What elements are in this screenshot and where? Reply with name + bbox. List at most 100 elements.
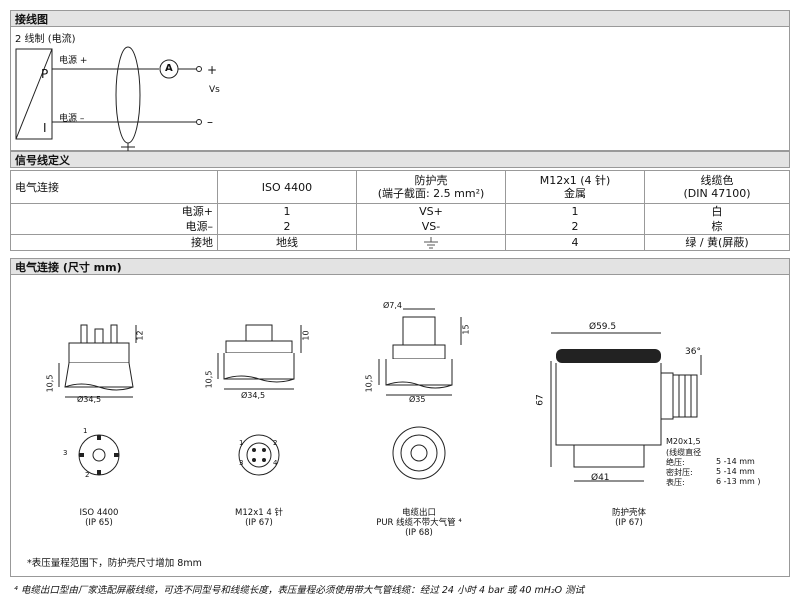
cell-prot: VS+ <box>356 203 506 219</box>
wiring-diagram <box>15 46 202 151</box>
housing-view <box>550 332 702 482</box>
housing-note: *表压量程范围下，防护壳尺寸增加 8mm <box>27 558 202 569</box>
cable-side-view <box>378 308 462 396</box>
gland-row-val: 5 -14 mm <box>716 457 755 466</box>
supply-plus-label: 电源 + <box>59 56 88 66</box>
dim-h105-cable: 10,5 <box>364 374 374 393</box>
transmitter-box <box>15 48 53 140</box>
caption-ip: (IP 65) <box>85 518 113 528</box>
dim-d41: Ø41 <box>591 473 610 483</box>
iso4400-front-view <box>78 434 120 476</box>
caption-sub: PUR 线缆不带大气管 ⁴ <box>376 518 462 528</box>
gland-row-val: 6 -13 mm ) <box>716 477 761 486</box>
m12-pin-3: 3 <box>239 459 244 467</box>
minus-label: – <box>207 115 213 129</box>
iso4400-side-view <box>58 324 137 398</box>
caption-name: ISO 4400 <box>79 508 119 518</box>
caption-name: M12x1 4 针 <box>235 508 283 518</box>
gland-row-key: 表压: <box>666 478 685 487</box>
header-iso: ISO 4400 <box>217 170 357 204</box>
ammeter-label: A <box>165 63 173 74</box>
signal-table: 电气连接 ISO 4400 防护壳 (端子截面: 2.5 mm²) M12x1 … <box>10 170 790 251</box>
cable-front-view <box>392 426 446 480</box>
iso-pin-3: 3 <box>63 449 68 457</box>
footnote: ⁴ 电缆出口型由厂家选配屏蔽线缆，可选不同型号和线缆长度，表压量程必须使用带大气… <box>14 585 585 596</box>
header-color-line2: (DIN 47100) <box>683 187 751 200</box>
vs-label: Vs <box>209 85 220 95</box>
table-row: 电源– 2 VS- 2 棕 <box>10 219 790 235</box>
gland-row-val: 5 -14 mm <box>716 467 755 476</box>
gland-row-key: 密封压: <box>666 468 693 477</box>
dim-d345-m12: Ø34,5 <box>241 391 266 400</box>
terminal-minus <box>196 119 202 125</box>
header-conn: 电气连接 <box>10 170 218 204</box>
row-label: 接地 <box>10 234 218 251</box>
dim-h15: 15 <box>461 324 471 335</box>
supply-minus-label: 电源 – <box>59 114 85 124</box>
dim-h67: 67 <box>535 394 546 406</box>
caption-name: 防护壳体 <box>611 508 646 518</box>
row-label: 电源+ <box>10 203 218 219</box>
connection-drawings <box>58 308 702 482</box>
cell-iso: 2 <box>217 219 357 235</box>
wiring-panel: 2 线制 (电流) P I 电源 + 电源 – A + – Vs <box>10 27 790 151</box>
ground-icon <box>424 237 438 249</box>
iso-pin-1: 1 <box>83 427 88 435</box>
cell-color: 棕 <box>644 219 790 235</box>
caption-iso4400: ISO 4400 (IP 65) <box>69 508 129 528</box>
dim-d345-iso: Ø34,5 <box>77 395 102 404</box>
caption-housing: 防护壳体 (IP 67) <box>599 508 659 528</box>
box-label-p: P <box>41 67 49 81</box>
connections-panel: Ø34,5 10,5 12 Ø34,5 10,5 10 Ø35 Ø7,4 10,… <box>10 275 790 577</box>
cell-m12: 1 <box>505 203 645 219</box>
wiring-title: 接线图 <box>10 10 790 27</box>
cell-prot-ground <box>356 234 506 251</box>
dim-h12: 12 <box>135 330 145 341</box>
m12-pin-4: 4 <box>273 459 278 467</box>
shield-ellipse <box>115 46 141 144</box>
table-row: 电源+ 1 VS+ 1 白 <box>10 203 790 219</box>
m12-side-view <box>217 324 302 390</box>
connections-title: 电气连接 (尺寸 mm) <box>10 258 790 275</box>
table-row: 接地 地线 4 绿 / 黄(屏蔽) <box>10 234 790 251</box>
row-label: 电源– <box>10 219 218 235</box>
cell-m12: 2 <box>505 219 645 235</box>
cell-color: 白 <box>644 203 790 219</box>
cell-m12: 4 <box>505 234 645 251</box>
dim-d595: Ø59.5 <box>589 322 617 332</box>
dim-h10: 10 <box>301 330 311 341</box>
caption-name: 电缆出口 <box>401 508 436 518</box>
dim-d74: Ø7,4 <box>383 301 403 310</box>
terminal-plus <box>196 66 202 72</box>
header-m12-line1: M12x1 (4 针) <box>539 174 611 187</box>
dim-d35: Ø35 <box>409 395 426 404</box>
caption-ip: (IP 67) <box>245 518 273 528</box>
dim-h105-m12: 10,5 <box>204 370 214 389</box>
caption-ip: (IP 67) <box>615 518 643 528</box>
caption-cable: 电缆出口 PUR 线缆不带大气管 ⁴ (IP 68) <box>359 508 479 538</box>
cell-iso: 地线 <box>217 234 357 251</box>
caption-ip: (IP 68) <box>405 528 433 538</box>
dim-ang36: 36° <box>685 347 701 357</box>
transmitter-diagonal <box>15 48 53 140</box>
m12-front-view <box>238 434 280 476</box>
signal-title: 信号线定义 <box>10 151 790 168</box>
cell-color: 绿 / 黄(屏蔽) <box>644 234 790 251</box>
gland-sub: (线缆直径 <box>666 448 702 457</box>
wiring-subtitle: 2 线制 (电流) <box>15 34 76 45</box>
header-prot-line1: 防护壳 <box>414 174 448 187</box>
plus-label: + <box>207 63 218 77</box>
cell-iso: 1 <box>217 203 357 219</box>
gland-row-key: 绝压: <box>666 458 685 467</box>
dim-h105-iso: 10,5 <box>45 374 55 393</box>
box-label-i: I <box>43 121 47 135</box>
m12-pin-2: 2 <box>273 439 278 447</box>
header-prot-line2: (端子截面: 2.5 mm²) <box>377 187 485 200</box>
table-header-row: 电气连接 ISO 4400 防护壳 (端子截面: 2.5 mm²) M12x1 … <box>10 170 790 204</box>
header-prot: 防护壳 (端子截面: 2.5 mm²) <box>356 170 506 204</box>
iso-pin-2: 2 <box>85 471 90 479</box>
header-color-line1: 线缆色 <box>700 174 734 187</box>
header-m12: M12x1 (4 针) 金属 <box>505 170 645 204</box>
cell-prot: VS- <box>356 219 506 235</box>
gland-title: M20x1,5 <box>666 437 701 446</box>
